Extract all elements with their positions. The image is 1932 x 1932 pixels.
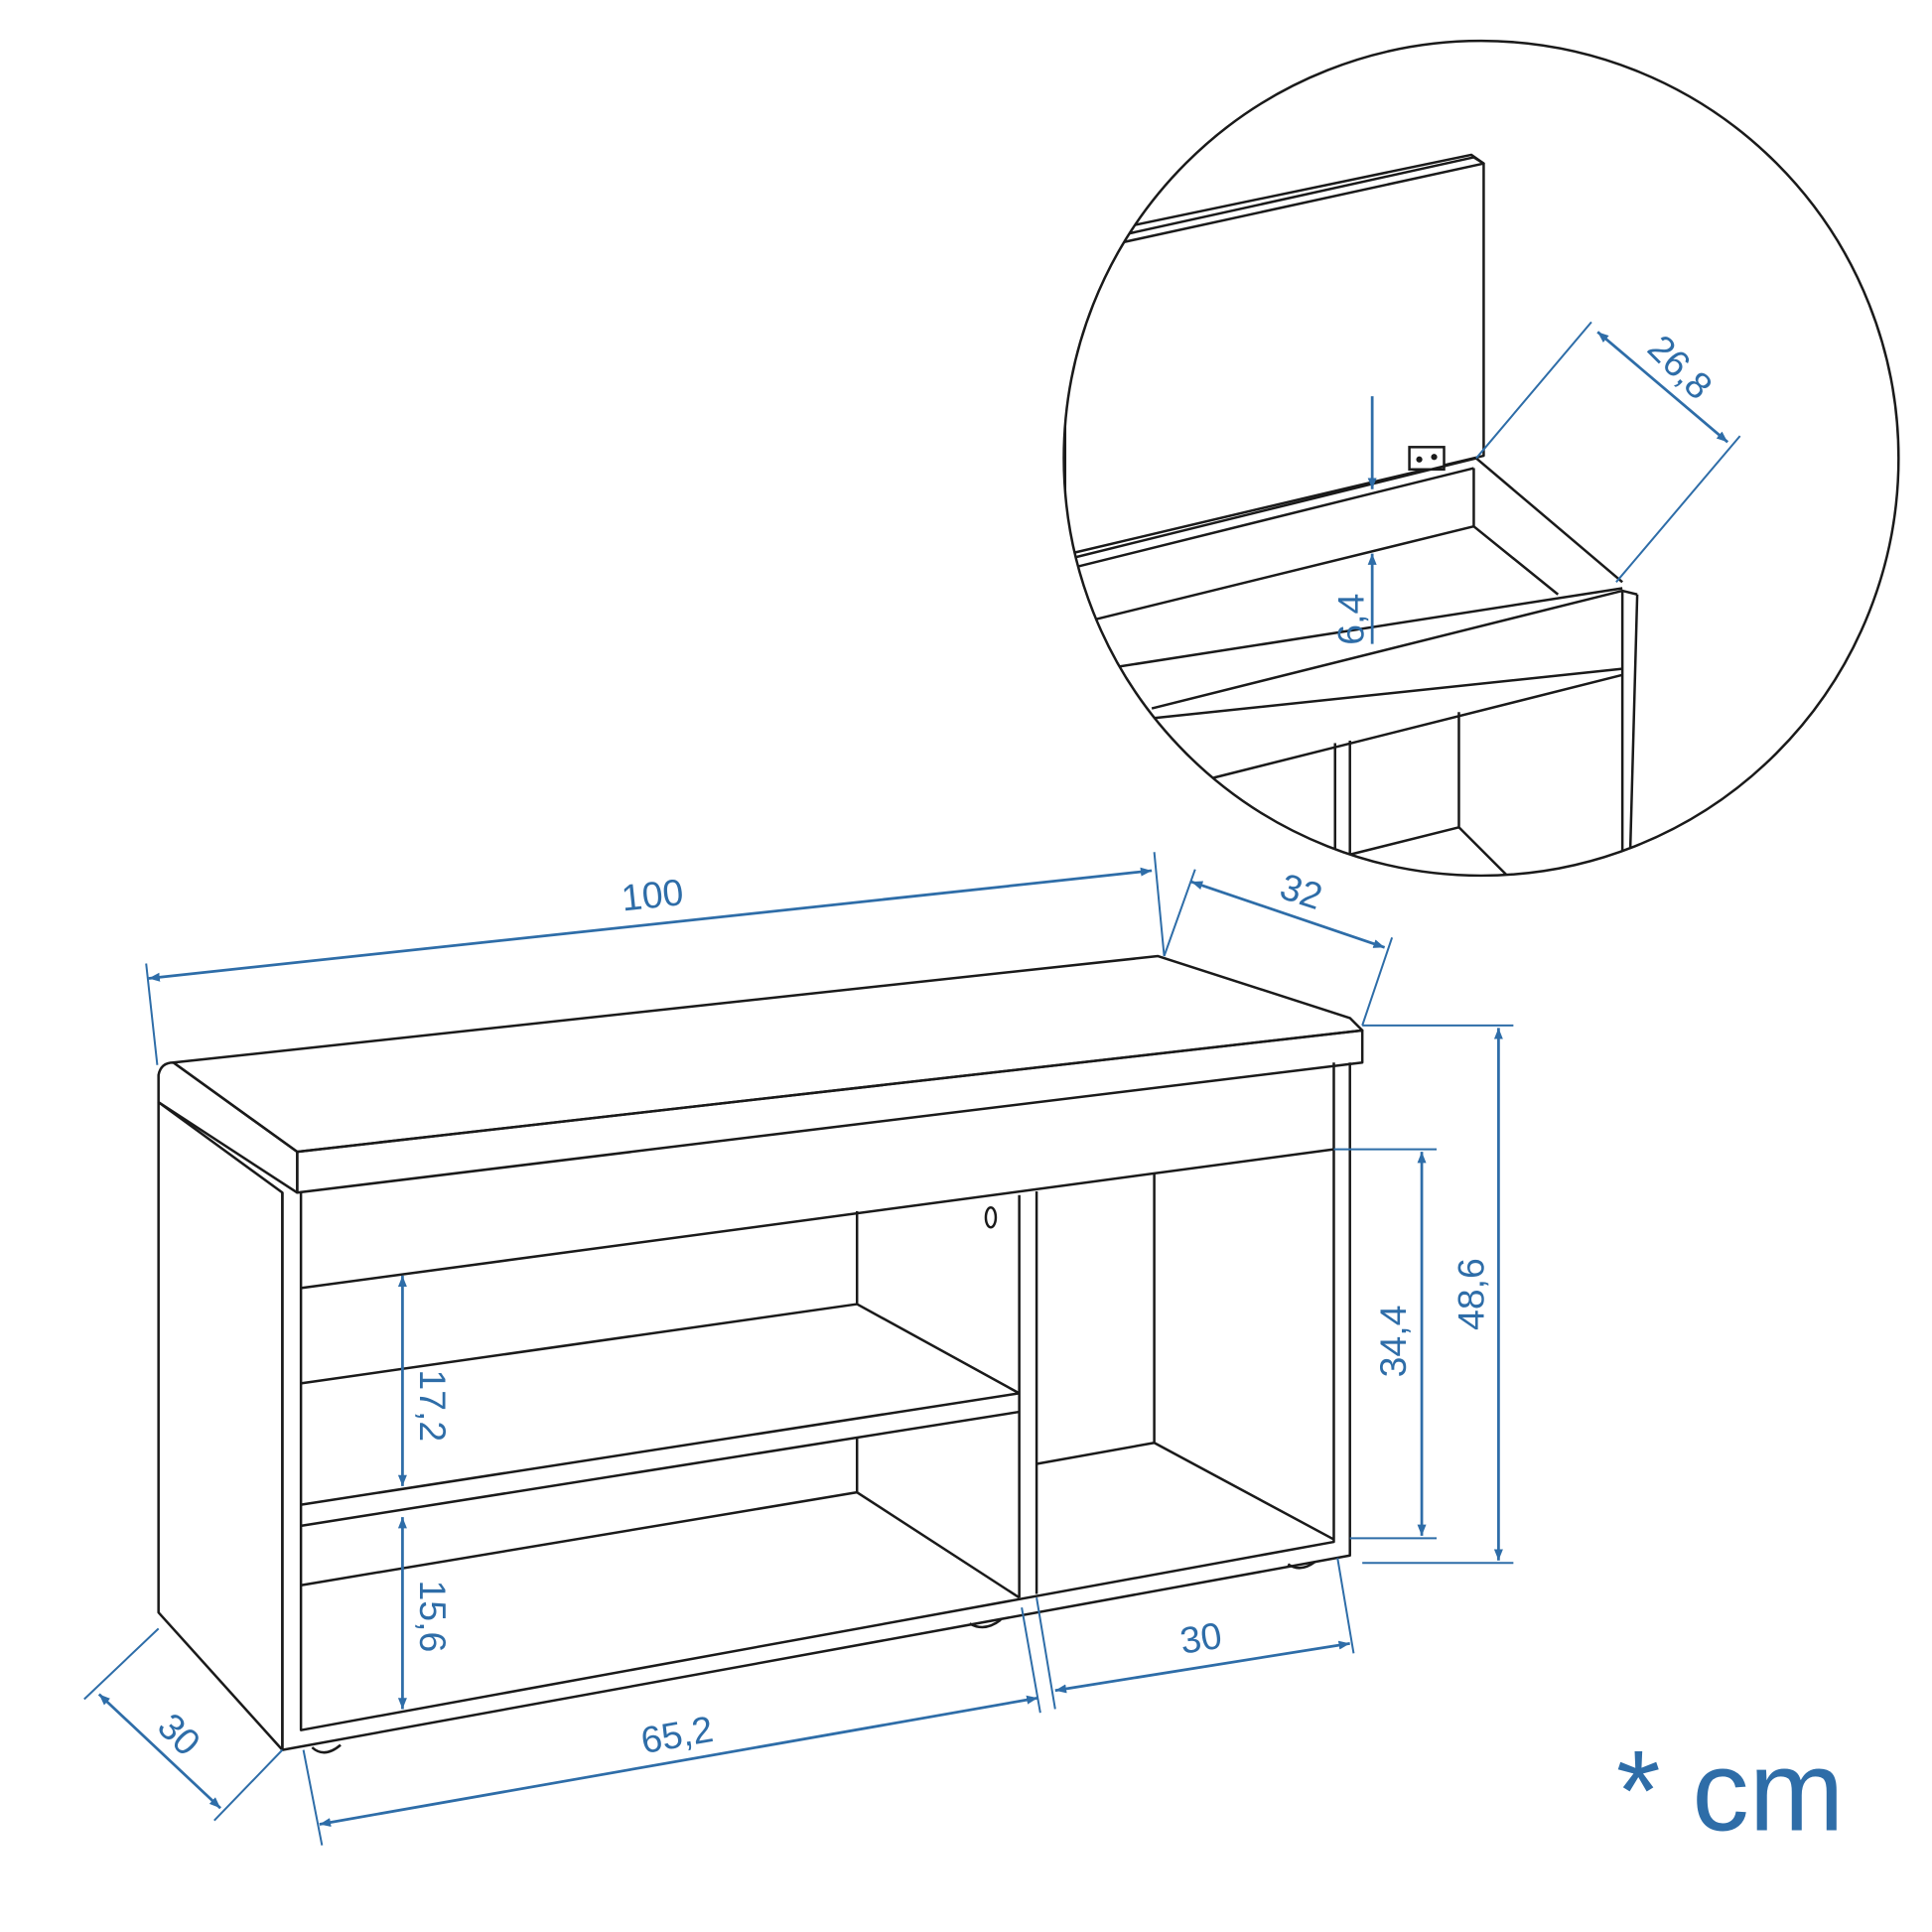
inset-detail: 6,4 26,8 <box>1062 39 1900 878</box>
label-lower-shelf: 15,6 <box>412 1580 454 1652</box>
label-cushion-depth: 32 <box>1275 865 1327 917</box>
dimension-width: 100 <box>145 852 1166 1065</box>
label-right-compartment: 30 <box>1177 1614 1225 1662</box>
lower-compartment <box>300 1437 1021 1599</box>
label-storage-depth: 6,4 <box>1329 594 1371 645</box>
dimension-storage-inner-depth <box>1596 331 1729 444</box>
cushion-top <box>172 954 1364 1154</box>
label-inner-height: 34,4 <box>1372 1306 1414 1378</box>
inset-circle <box>1062 39 1900 878</box>
left-side-panel <box>157 1100 284 1751</box>
unit-label: * cm <box>1616 1728 1845 1856</box>
dimension-inner-height: 34,4 <box>1333 1148 1438 1540</box>
label-storage-inner-depth: 26,8 <box>1640 327 1721 407</box>
cushion-front <box>296 1029 1364 1194</box>
label-total-height: 48,6 <box>1449 1258 1491 1330</box>
right-compartment <box>1035 1173 1335 1541</box>
dimension-upper-shelf: 17,2 <box>397 1275 454 1486</box>
middle-divider <box>1018 1191 1038 1598</box>
label-upper-shelf: 17,2 <box>412 1369 454 1442</box>
knob-icon <box>984 1206 998 1229</box>
cushion-left <box>157 1061 299 1194</box>
dimension-total-height: 48,6 <box>1362 1024 1514 1565</box>
dimension-side-depth: 30 <box>83 1627 284 1822</box>
dimension-cushion-depth: 32 <box>1163 865 1394 1027</box>
open-lid <box>1063 156 1485 557</box>
upper-shelf <box>300 1210 1021 1528</box>
label-side-depth: 30 <box>150 1705 208 1763</box>
hinge-icon <box>1408 446 1446 472</box>
label-left-compartment: 65,2 <box>637 1708 716 1761</box>
dimension-right-compartment: 30 <box>1035 1558 1355 1710</box>
dimension-lower-shelf: 15,6 <box>397 1517 454 1710</box>
bench-drawing <box>157 954 1364 1754</box>
label-width: 100 <box>620 871 685 918</box>
